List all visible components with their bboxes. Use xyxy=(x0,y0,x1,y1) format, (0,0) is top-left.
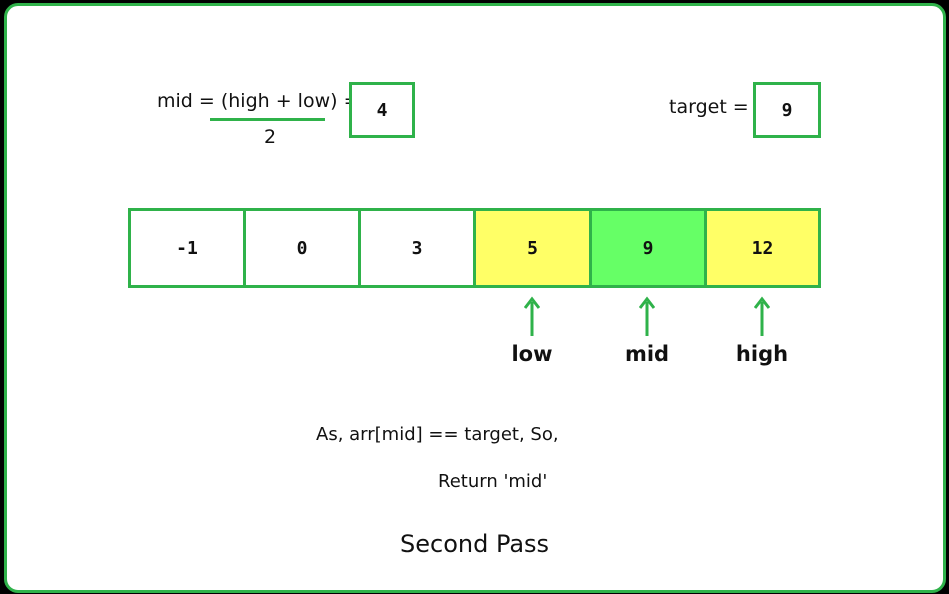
low-label: low xyxy=(511,342,553,366)
formula-denominator: 2 xyxy=(264,126,277,148)
high-pointer: high xyxy=(732,296,792,366)
array-cell-value: 12 xyxy=(751,237,774,259)
low-pointer: low xyxy=(502,296,562,366)
mid-pointer: mid xyxy=(617,296,677,366)
note-condition: As, arr[mid] == target, So, xyxy=(316,424,559,445)
array-cell-value: -1 xyxy=(176,237,198,259)
array-cell-value: 5 xyxy=(527,237,538,259)
note-return: Return 'mid' xyxy=(438,471,548,492)
pass-caption: Second Pass xyxy=(400,530,550,558)
array-cell-value: 9 xyxy=(642,237,654,259)
array-cell-2: 3 xyxy=(358,208,476,288)
mid-result-box: 4 xyxy=(349,82,415,138)
array-cell-3: 5 xyxy=(473,208,592,288)
array-cell-4: 9 xyxy=(589,208,707,288)
array-cell-0: -1 xyxy=(128,208,246,288)
high-label: high xyxy=(735,342,789,366)
mid-label: mid xyxy=(624,342,670,366)
up-arrow-icon xyxy=(639,296,655,336)
target-box: 9 xyxy=(753,82,821,138)
array-cell-value: 3 xyxy=(411,237,423,259)
mid-result-value: 4 xyxy=(376,99,388,121)
up-arrow-icon xyxy=(524,296,540,336)
array-cell-value: 0 xyxy=(296,237,308,259)
up-arrow-icon xyxy=(754,296,770,336)
fraction-line xyxy=(210,118,325,121)
array-cell-1: 0 xyxy=(243,208,361,288)
formula-numerator: mid = (high + low) = xyxy=(157,90,360,112)
array-cell-5: 12 xyxy=(704,208,821,288)
target-value: 9 xyxy=(781,99,793,121)
target-label: target = xyxy=(669,96,749,118)
